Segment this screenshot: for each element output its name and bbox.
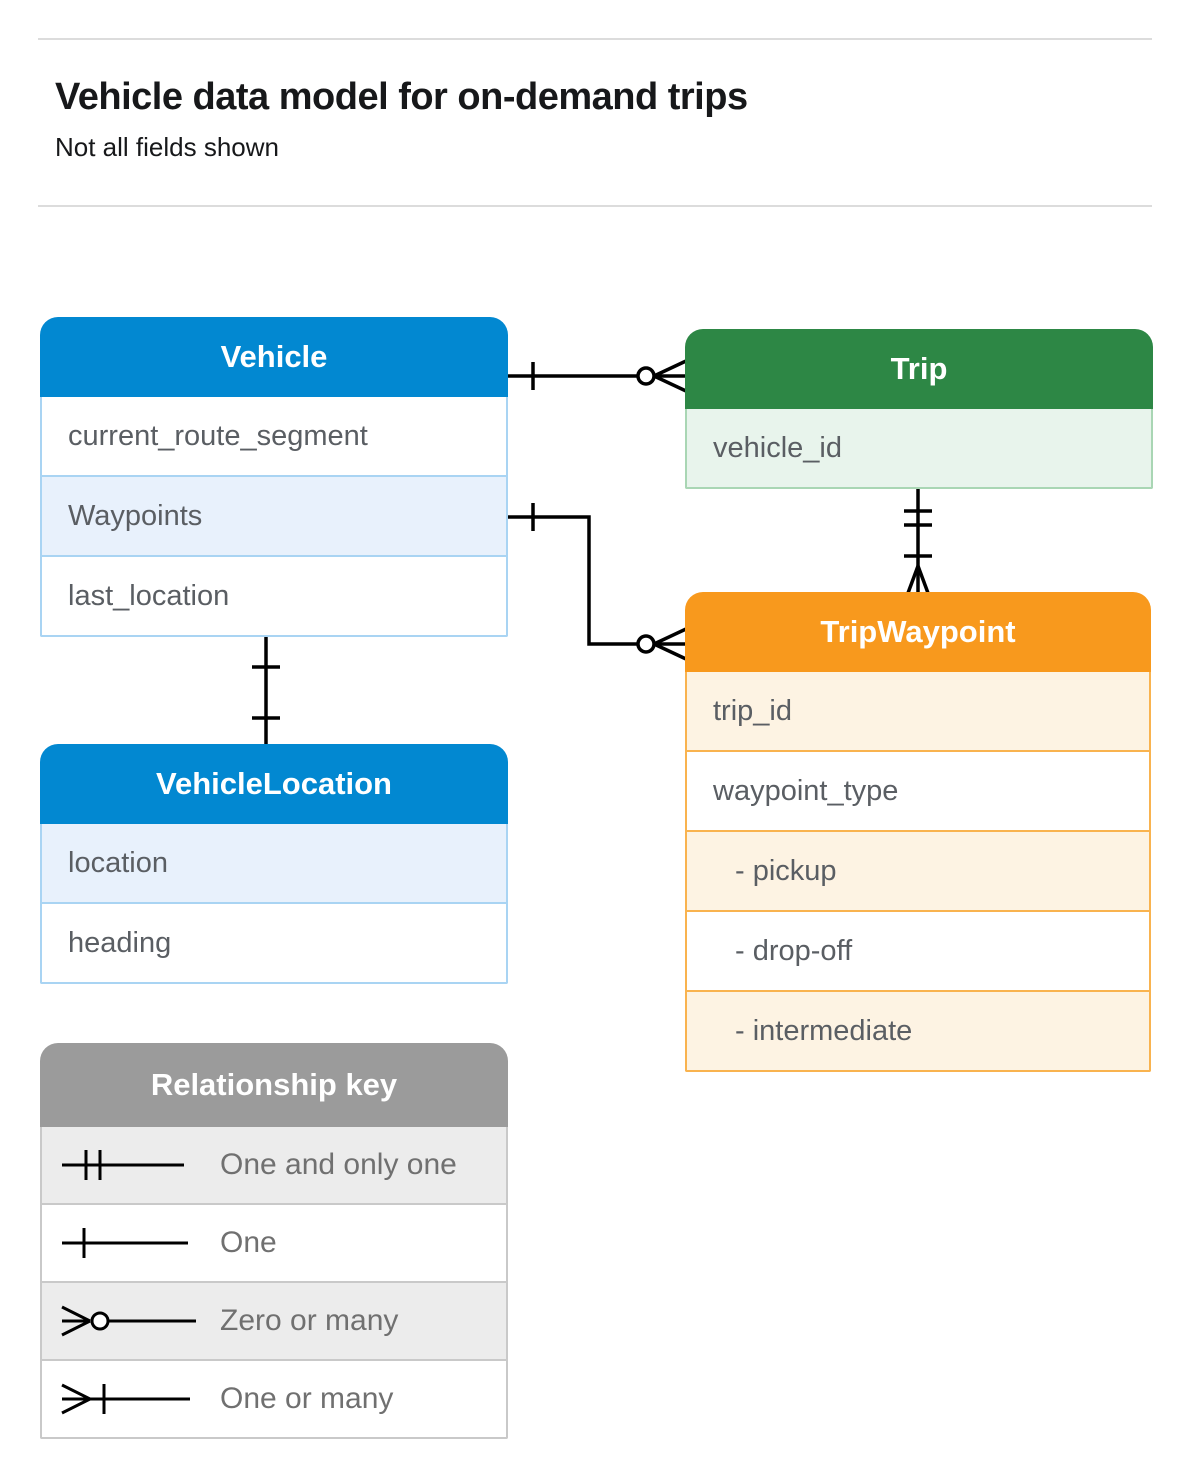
entity-vehicle-title: Vehicle (40, 317, 508, 397)
field-trip-id: trip_id (687, 672, 1149, 750)
entity-tripwaypoint-title: TripWaypoint (685, 592, 1151, 672)
field-waypoint-type-intermediate: - intermediate (687, 990, 1149, 1070)
field-waypoint-type-dropoff: - drop-off (687, 910, 1149, 990)
page-title: Vehicle data model for on-demand trips (55, 76, 748, 118)
page-subtitle: Not all fields shown (55, 132, 279, 162)
legend-item-one-or-many: One or many (42, 1359, 506, 1437)
field-vehicle-id: vehicle_id (687, 409, 1151, 487)
relationship-key: Relationship key One and only one One (40, 1043, 508, 1439)
field-last-location: last_location (42, 555, 506, 635)
one-and-only-one-icon (62, 1150, 184, 1180)
legend-item-one-and-only-one: One and only one (42, 1127, 506, 1203)
connector-waypoints-tripwaypoint (507, 503, 687, 661)
entity-trip: Trip vehicle_id (685, 329, 1153, 489)
entity-vehiclelocation-title: VehicleLocation (40, 744, 508, 824)
connector-trip-tripwaypoint (904, 489, 932, 594)
entity-vehiclelocation: VehicleLocation location heading (40, 744, 508, 984)
legend-label: Zero or many (220, 1304, 399, 1337)
legend-item-zero-or-many: Zero or many (42, 1281, 506, 1359)
legend-item-one: One (42, 1203, 506, 1281)
one-or-many-icon (61, 1383, 190, 1415)
field-waypoint-type: waypoint_type (687, 750, 1149, 830)
relationship-key-title: Relationship key (40, 1043, 508, 1127)
field-waypoint-type-pickup: - pickup (687, 830, 1149, 910)
entity-vehicle: Vehicle current_route_segment Waypoints … (40, 317, 508, 637)
legend-label: One (220, 1226, 277, 1259)
one-icon (62, 1228, 188, 1258)
legend-label: One or many (220, 1382, 394, 1415)
connector-vehicle-trip (507, 359, 687, 393)
field-waypoints: Waypoints (42, 475, 506, 555)
header-divider (38, 205, 1152, 207)
zero-or-many-icon (61, 1305, 196, 1337)
connector-vehicle-vehiclelocation (252, 637, 280, 744)
entity-tripwaypoint: TripWaypoint trip_id waypoint_type - pic… (685, 592, 1151, 1072)
entity-trip-title: Trip (685, 329, 1153, 409)
top-divider (38, 38, 1152, 40)
field-heading: heading (42, 902, 506, 982)
field-location: location (42, 824, 506, 902)
legend-label: One and only one (220, 1148, 457, 1181)
field-current-route-segment: current_route_segment (42, 397, 506, 475)
